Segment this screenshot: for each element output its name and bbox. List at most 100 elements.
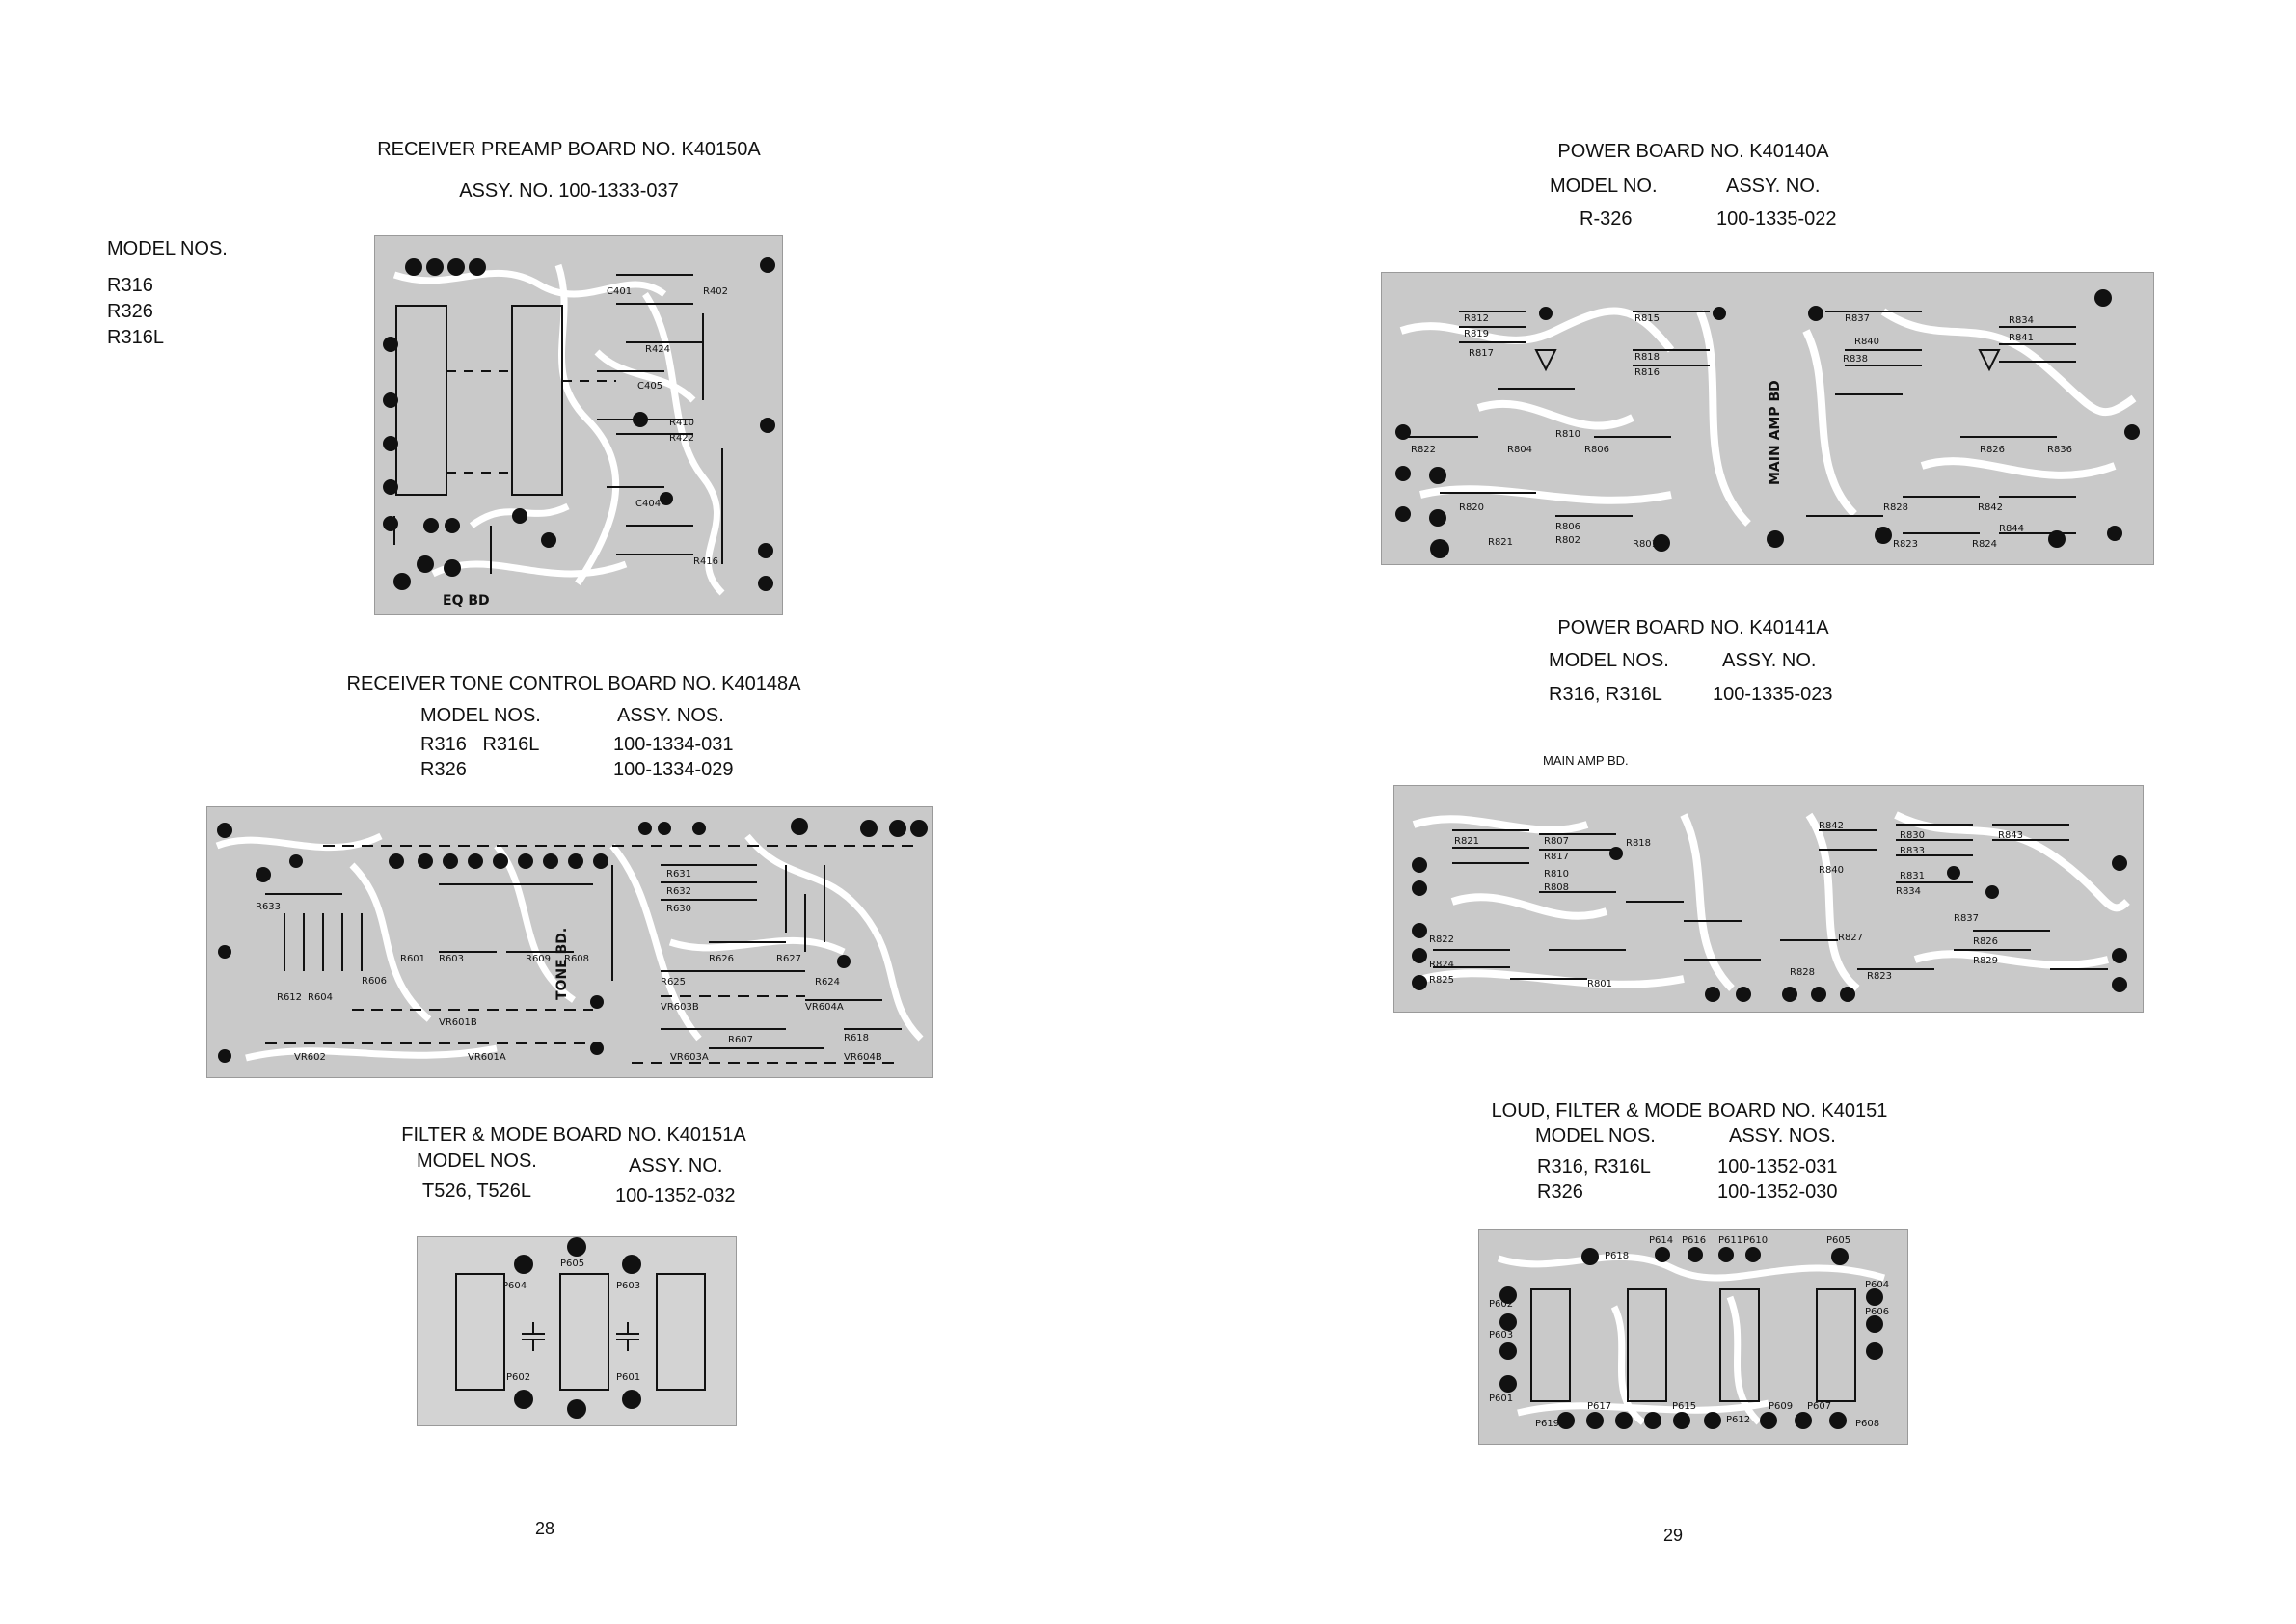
svg-text:R618: R618 xyxy=(844,1033,869,1043)
svg-text:R631: R631 xyxy=(666,869,691,880)
tone-board-label: TONE BD. xyxy=(554,928,570,1000)
svg-text:R416: R416 xyxy=(693,556,718,567)
loud-row-1-assy: 100-1352-031 xyxy=(1717,1156,1838,1177)
svg-text:R834: R834 xyxy=(1896,886,1921,897)
svg-text:P616: P616 xyxy=(1682,1235,1706,1246)
svg-text:P604: P604 xyxy=(502,1281,527,1291)
preamp-board-diagram: R410 R422 C401 R424 R402 C405 C404 R416 … xyxy=(374,235,783,615)
svg-text:R601: R601 xyxy=(400,954,425,964)
svg-text:P605: P605 xyxy=(1826,1235,1850,1246)
loud-board-diagram: P618 P614 P616 P611 P610 P605 P602 P603 … xyxy=(1478,1229,1908,1445)
svg-text:R612: R612 xyxy=(277,992,302,1003)
svg-text:R810: R810 xyxy=(1544,869,1569,880)
svg-text:P617: P617 xyxy=(1587,1401,1611,1412)
svg-text:R604: R604 xyxy=(308,992,333,1003)
svg-text:R828: R828 xyxy=(1790,967,1815,978)
left-page-number: 28 xyxy=(535,1519,555,1538)
power1-title: POWER BOARD NO. K40140A xyxy=(1557,141,1829,162)
svg-text:P603: P603 xyxy=(616,1281,640,1291)
svg-text:R826: R826 xyxy=(1973,936,1998,947)
svg-text:R410: R410 xyxy=(669,418,694,428)
svg-text:R627: R627 xyxy=(776,954,801,964)
svg-text:VR601B: VR601B xyxy=(439,1017,477,1028)
svg-text:R810: R810 xyxy=(1555,429,1580,440)
preamp-title: RECEIVER PREAMP BOARD NO. K40150A xyxy=(377,139,761,160)
svg-text:R823: R823 xyxy=(1867,971,1892,982)
svg-text:R815: R815 xyxy=(1634,313,1660,324)
svg-text:R838: R838 xyxy=(1843,354,1868,365)
power1-model-header: MODEL NO. xyxy=(1550,176,1658,197)
tone-board-diagram: R633 R612 R604 R606 R601 R603 R609 R608 … xyxy=(206,806,933,1078)
svg-text:R840: R840 xyxy=(1854,337,1879,347)
svg-text:C405: C405 xyxy=(637,381,662,392)
svg-text:VR604A: VR604A xyxy=(805,1002,844,1013)
svg-text:R822: R822 xyxy=(1411,445,1436,455)
svg-text:P601: P601 xyxy=(1489,1394,1513,1404)
svg-text:P619: P619 xyxy=(1535,1419,1559,1429)
svg-text:R821: R821 xyxy=(1454,836,1479,847)
power2-title: POWER BOARD NO. K40141A xyxy=(1557,617,1829,638)
svg-text:VR603A: VR603A xyxy=(670,1052,709,1063)
svg-text:C404: C404 xyxy=(635,499,661,509)
svg-text:R424: R424 xyxy=(645,344,670,355)
svg-text:R824: R824 xyxy=(1972,539,1997,550)
svg-text:P604: P604 xyxy=(1865,1280,1889,1290)
svg-text:R825: R825 xyxy=(1429,975,1454,986)
preamp-model-1: R316 xyxy=(107,275,153,296)
svg-text:R837: R837 xyxy=(1845,313,1870,324)
svg-text:P615: P615 xyxy=(1672,1401,1696,1412)
svg-text:P601: P601 xyxy=(616,1372,640,1383)
power2-model-header: MODEL NOS. xyxy=(1549,650,1669,671)
svg-text:R625: R625 xyxy=(661,977,686,988)
svg-text:R802: R802 xyxy=(1555,535,1580,546)
svg-text:R817: R817 xyxy=(1544,852,1569,862)
preamp-model-header: MODEL NOS. xyxy=(107,238,228,259)
power2-assy: 100-1335-023 xyxy=(1713,684,1833,705)
svg-text:P602: P602 xyxy=(1489,1299,1513,1310)
tone-row-1-assy: 100-1334-031 xyxy=(613,734,734,755)
svg-text:R816: R816 xyxy=(1634,367,1660,378)
svg-text:R801: R801 xyxy=(1587,979,1612,989)
loud-assy-header: ASSY. NOS. xyxy=(1729,1125,1836,1147)
svg-text:R834: R834 xyxy=(2009,315,2034,326)
svg-text:P610: P610 xyxy=(1743,1235,1768,1246)
svg-text:P602: P602 xyxy=(506,1372,530,1383)
svg-text:P609: P609 xyxy=(1769,1401,1793,1412)
svg-text:R843: R843 xyxy=(1998,830,2023,841)
svg-text:P611: P611 xyxy=(1718,1235,1742,1246)
svg-text:R831: R831 xyxy=(1900,871,1925,881)
svg-text:R807: R807 xyxy=(1544,836,1569,847)
tone-assy-header: ASSY. NOS. xyxy=(617,705,724,726)
svg-text:P603: P603 xyxy=(1489,1330,1513,1340)
preamp-model-2: R326 xyxy=(107,301,153,322)
loud-title: LOUD, FILTER & MODE BOARD NO. K40151 xyxy=(1491,1100,1888,1122)
svg-text:R606: R606 xyxy=(362,976,387,987)
svg-text:R812: R812 xyxy=(1464,313,1489,324)
svg-text:R819: R819 xyxy=(1464,329,1489,339)
svg-text:R842: R842 xyxy=(1819,821,1844,831)
tone-model-header: MODEL NOS. xyxy=(420,705,541,726)
svg-text:R603: R603 xyxy=(439,954,464,964)
power1-board-diagram: R812 R819 R817 R810 R804 R806 R815 R818 … xyxy=(1381,272,2154,565)
svg-text:R630: R630 xyxy=(666,904,691,914)
svg-text:R840: R840 xyxy=(1819,865,1844,876)
svg-text:P605: P605 xyxy=(560,1259,584,1269)
power1-assy-header: ASSY. NO. xyxy=(1726,176,1821,197)
svg-text:R841: R841 xyxy=(2009,333,2034,343)
loud-row-1-model: R316, R316L xyxy=(1537,1156,1651,1177)
preamp-board-label: EQ BD xyxy=(443,593,490,609)
svg-text:R824: R824 xyxy=(1429,960,1454,970)
svg-text:R820: R820 xyxy=(1459,502,1484,513)
power1-assy: 100-1335-022 xyxy=(1716,208,1837,230)
svg-text:P606: P606 xyxy=(1865,1307,1889,1317)
svg-text:P614: P614 xyxy=(1649,1235,1673,1246)
tone-row-2-model: R326 xyxy=(420,759,467,780)
svg-text:R402: R402 xyxy=(703,286,728,297)
preamp-model-3: R316L xyxy=(107,327,164,348)
svg-text:R830: R830 xyxy=(1900,830,1925,841)
svg-text:VR601A: VR601A xyxy=(468,1052,506,1063)
svg-text:R608: R608 xyxy=(564,954,589,964)
svg-text:R827: R827 xyxy=(1838,933,1863,943)
power2-board-diagram: R821 R807 R817 R810 R808 R818 R842 R840 … xyxy=(1393,785,2144,1013)
svg-text:R609: R609 xyxy=(526,954,551,964)
